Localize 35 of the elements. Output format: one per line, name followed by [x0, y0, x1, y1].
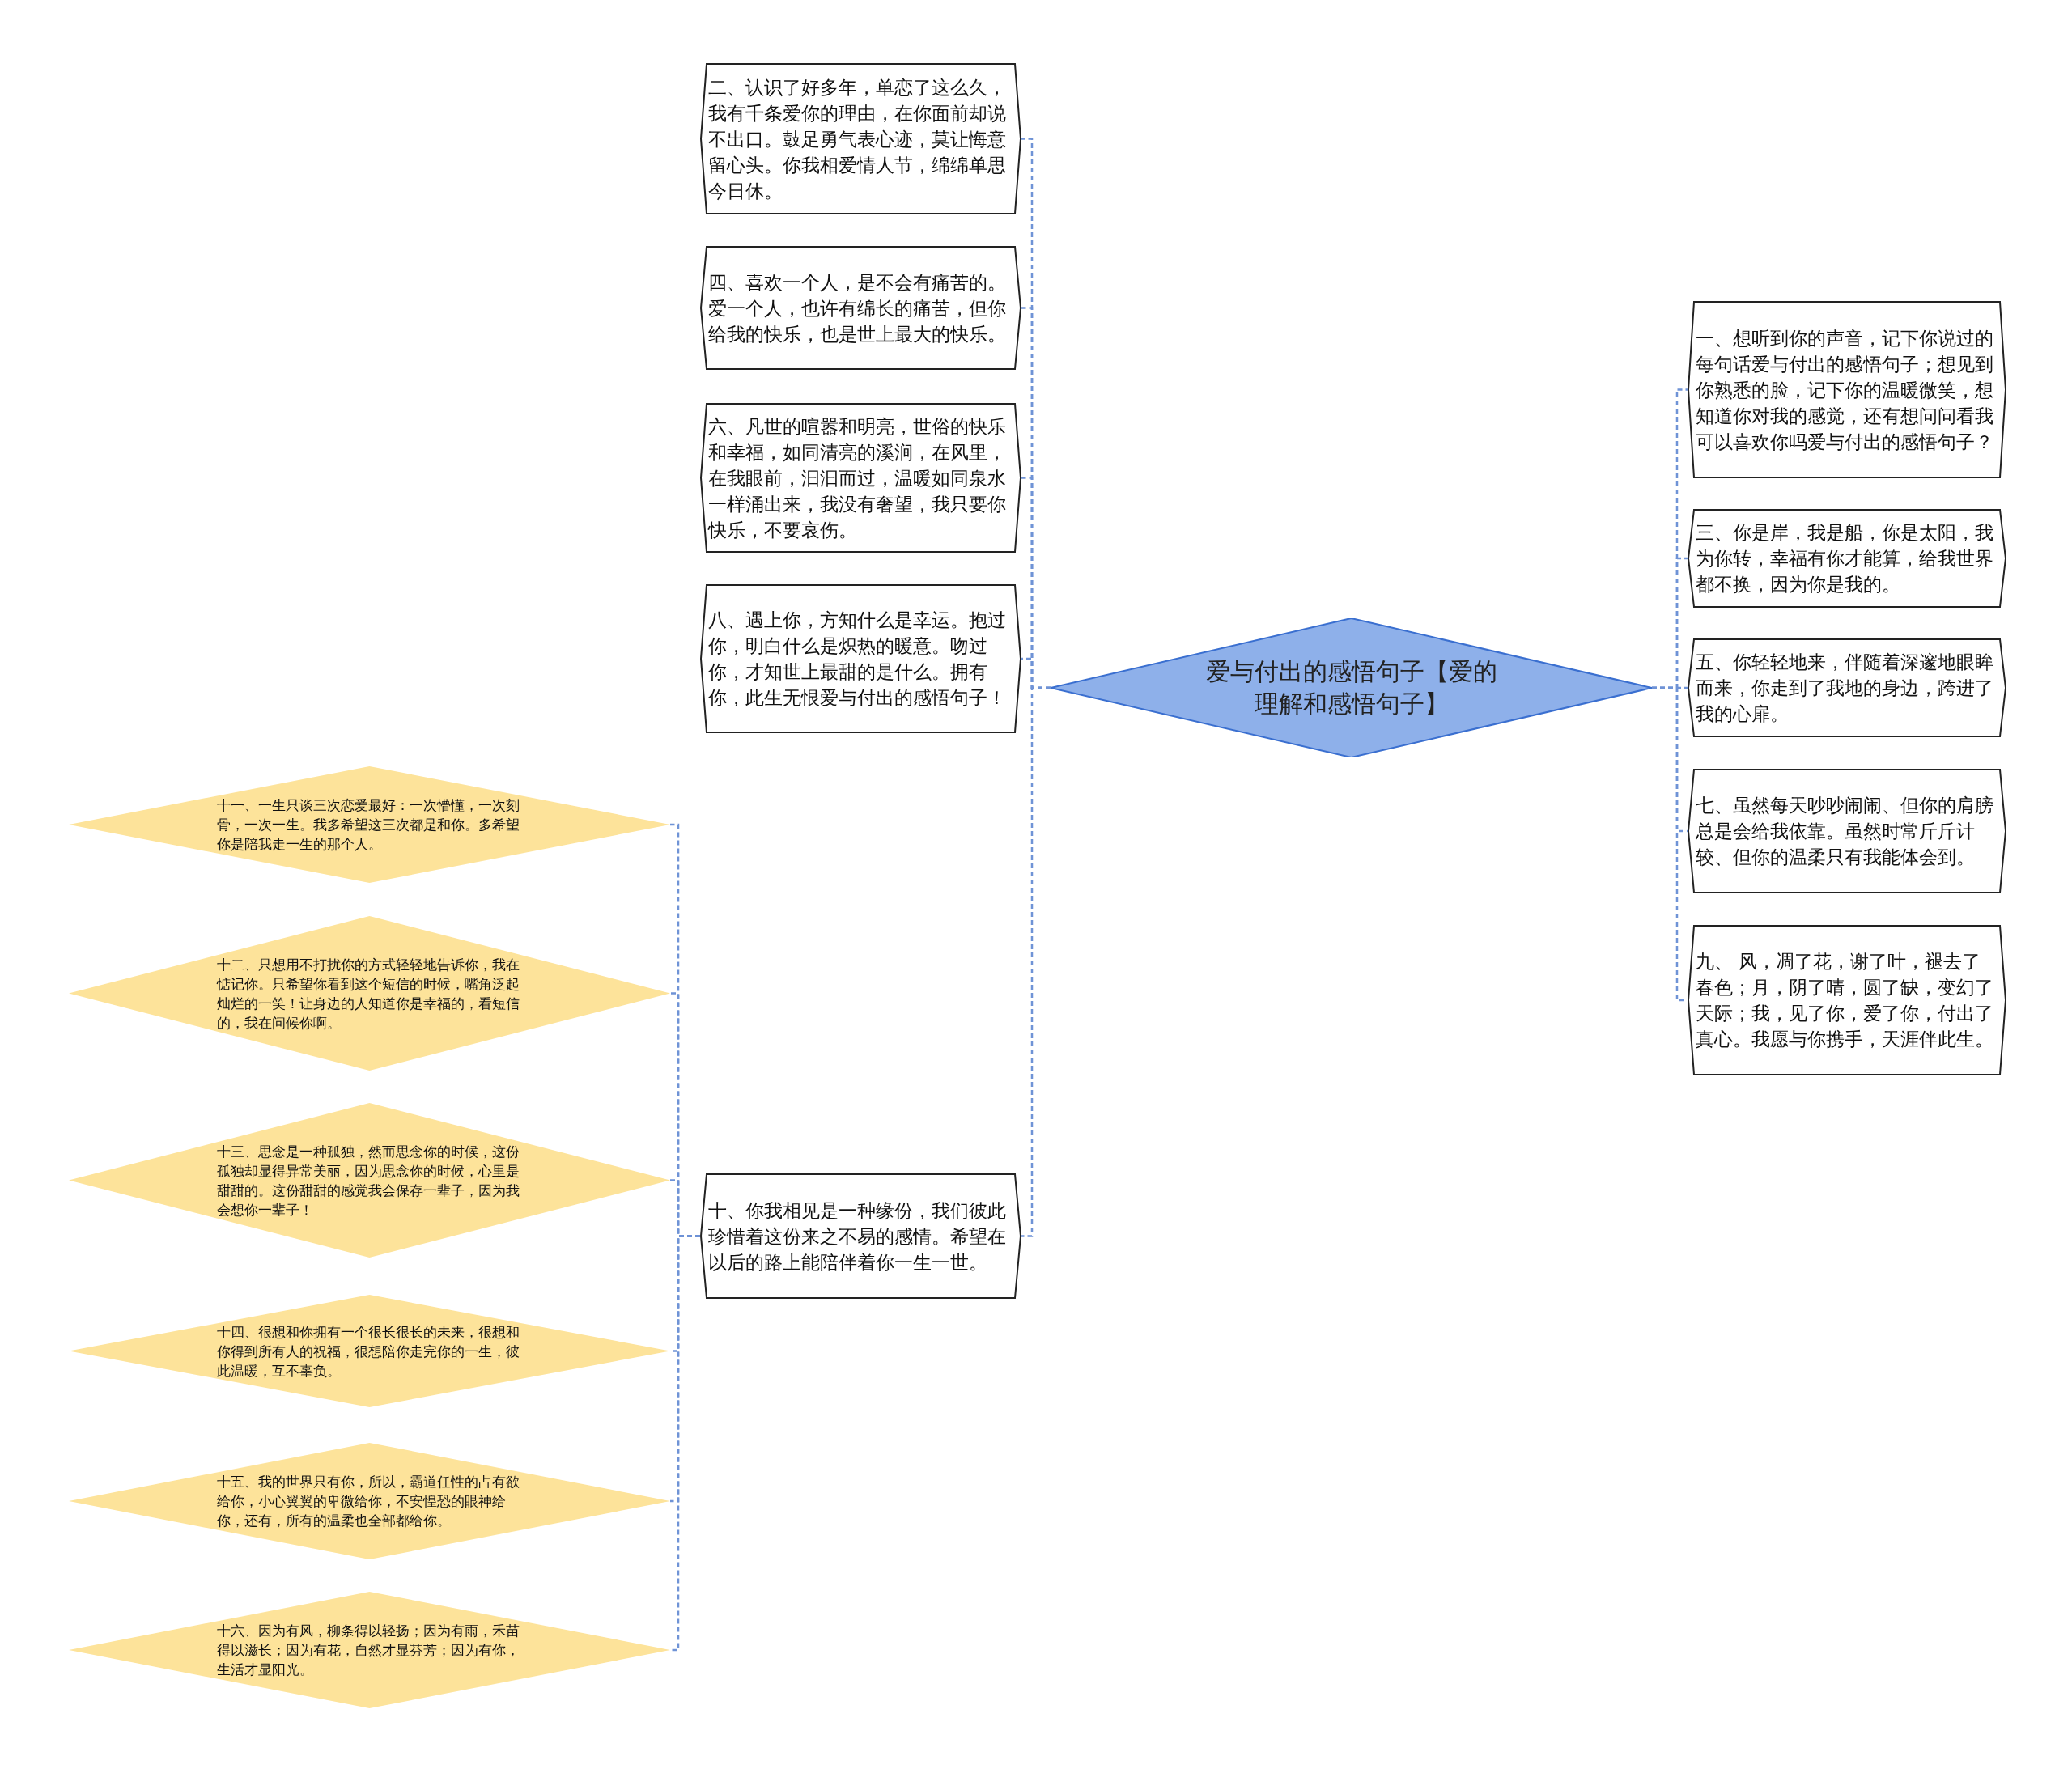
quote-diamond: [69, 1295, 670, 1407]
quote-text: 十三、思念是一种孤独，然而思念你的时候，这份孤独却显得异常美丽，因为思念你的时候，心里是甜甜的。这份甜甜的感觉我会保存一辈子，因为我会想你一辈子！: [217, 1142, 520, 1219]
quote-diamond: [69, 916, 670, 1071]
quote-diamond: [69, 1592, 670, 1708]
central-topic-diamond: [1051, 618, 1652, 757]
quote-text: 四、喜欢一个人，是不会有痛苦的。爱一个人，也许有绵长的痛苦，但你给我的快乐，也是世上最大的快乐。: [708, 270, 1007, 346]
quote-text: 五、你轻轻地来，伴随着深邃地眼眸而来，你走到了我地的身边，跨进了我的心扉。: [1696, 651, 1994, 726]
quote-diamond: [69, 1103, 670, 1258]
quote-box: [700, 584, 1021, 733]
quote-text: 八、遇上你，方知什么是幸运。抱过你，明白什么是炽热的暖意。吻过你，才知世上最甜的是什么。拥有你，此生无恨爱与付出的感悟句子！: [708, 609, 1007, 710]
quote-box: [1688, 638, 2006, 737]
quote-text: 十六、因为有风，柳条得以轻扬；因为有雨，禾苗得以滋长；因为有花，自然才显芬芳；因为有你，生活才显阳光。: [217, 1622, 520, 1679]
quote-diamond: [69, 766, 670, 883]
connector-line: [1021, 686, 1051, 1237]
quote-text: 十、你我相见是一种缘份，我们彼此珍惜着这份来之不易的感情。希望在以后的路上能陪伴着你一生一世。: [708, 1198, 1007, 1275]
quote-text: 九、 风，凋了花，谢了叶，褪去了春色；月，阴了晴，圆了缺，变幻了天际；我，见了你，爱了你，付出了真心。我愿与你携手，天涯伴此生。: [1696, 950, 1994, 1051]
quote-text: 十五、我的世界只有你，所以，霸道任性的占有欲给你，小心翼翼的卑微给你，不安惶恐的眼神给你，还有，所有的温柔也全部都给你。: [217, 1473, 520, 1530]
quote-text: 十一、一生只谈三次恋爱最好：一次懵懂，一次刻骨，一次一生。我多希望这三次都是和你。多希望你是陪我走一生的那个人。: [217, 796, 520, 854]
quote-text: 六、凡世的喧嚣和明亮，世俗的快乐和幸福，如同清亮的溪涧，在风里，在我眼前，汩汩而过，温暖如同泉水一样涌出来，我没有奢望，我只要你快乐，不要哀伤。: [708, 414, 1007, 542]
quote-box: [700, 1173, 1021, 1299]
quote-box: [700, 246, 1021, 370]
quote-box: [1688, 769, 2006, 893]
quote-text: 十四、很想和你拥有一个很长很长的未来，很想和你得到所有人的祝福，很想陪你走完你的一生，彼此温暖，互不辜负。: [217, 1322, 520, 1381]
quote-text: 七、虽然每天吵吵闹闹、但你的肩膀总是会给我依靠。虽然时常斤斤计较、但你的温柔只有我能体会到。: [1696, 794, 1994, 869]
quote-text: 十二、只想用不打扰你的方式轻轻地告诉你，我在惦记你。只希望你看到这个短信的时候，嘴角泛起灿烂的一笑！让身边的人知道你是幸福的，看短信的，我在问候你啊。: [217, 955, 520, 1033]
quote-box: [700, 63, 1021, 214]
quote-text: 二、认识了好多年，单恋了这么久，我有千条爱你的理由，在你面前却说不出口。鼓足勇气表心迹，莫让悔意留心头。你我相爱情人节，绵绵单思今日休。: [708, 75, 1007, 203]
quote-diamond: [69, 1443, 670, 1559]
quote-box: [1688, 509, 2006, 608]
quote-text: 爱与付出的感悟句子【爱的理解和感悟句子】: [1204, 656, 1498, 719]
quote-box: [700, 403, 1021, 553]
quote-box: [1688, 301, 2006, 478]
quote-text: 三、你是岸，我是船，你是太阳，我为你转，幸福有你才能算，给我世界都不换，因为你是我的。: [1696, 521, 1994, 596]
quote-box: [1688, 925, 2006, 1075]
quote-text: 一、想听到你的声音，记下你说过的每句话爱与付出的感悟句子；想见到你熟悉的脸，记下你的温暖微笑，想知道你对我的感觉，还有想问问看我可以喜欢你吗爱与付出的感悟句子？: [1696, 326, 1994, 454]
